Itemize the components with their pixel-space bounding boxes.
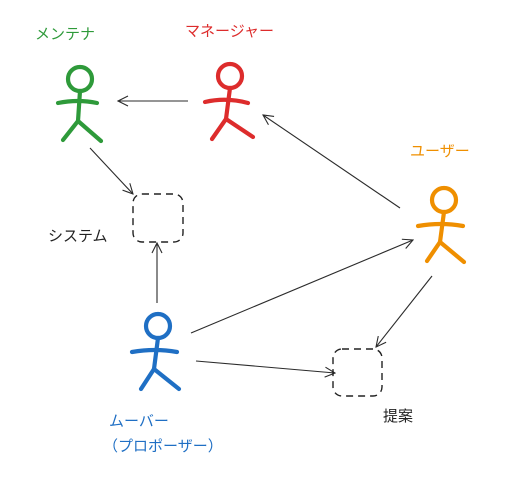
user-label: ユーザー	[410, 142, 470, 160]
edge-user-to-manager	[263, 115, 401, 209]
maintainer-label: メンテナ	[35, 25, 95, 43]
manager-label: マネージャー	[185, 22, 274, 40]
proposal-label: 提案	[383, 407, 413, 425]
user-stick-figure	[415, 185, 467, 265]
mover-label: ムーバー	[109, 412, 169, 430]
edge-mover-to-proposal	[195, 360, 335, 373]
system-box	[132, 193, 184, 243]
edge-user-to-proposal	[376, 275, 433, 347]
mover-stick-figure	[129, 311, 182, 392]
edge-mover-to-user	[190, 240, 413, 334]
system-label: システム	[48, 227, 108, 245]
proposal-box	[332, 348, 383, 397]
edge-maintainer-to-system	[89, 147, 133, 194]
edges	[89, 101, 433, 373]
manager-stick-figure	[202, 61, 256, 142]
mover-sublabel: （プロポーザー）	[103, 437, 223, 455]
maintainer-stick-figure	[55, 64, 104, 144]
